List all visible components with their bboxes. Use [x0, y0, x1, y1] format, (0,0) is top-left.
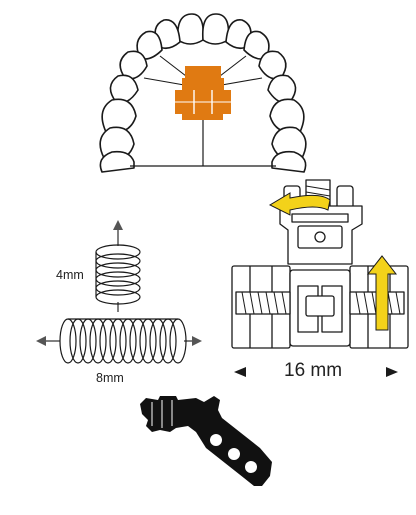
rotation-arrow-icon	[268, 192, 331, 216]
coil-height-label: 4mm	[56, 268, 84, 282]
coil-width-label: 8mm	[96, 371, 124, 385]
screw-length-label: 16 mm	[284, 360, 343, 381]
arrow-right-icon	[192, 336, 202, 346]
dimension-arrow-right-icon	[386, 367, 398, 377]
activation-arrow-icon	[366, 255, 398, 331]
arrow-left-icon	[36, 336, 46, 346]
dental-arch	[99, 13, 307, 173]
palatal-expander-device	[175, 66, 231, 120]
coil-spring-figure	[36, 220, 202, 364]
dimension-arrow-left-icon	[234, 367, 246, 377]
activation-key-tool	[140, 396, 272, 486]
arrow-up-icon	[113, 220, 123, 230]
